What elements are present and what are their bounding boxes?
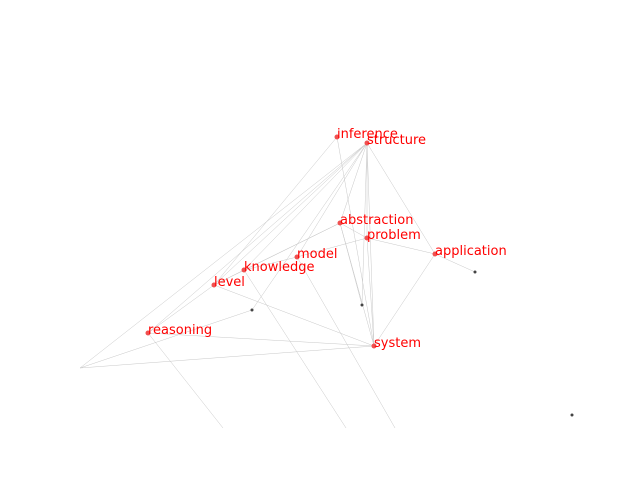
dangling-edge: [361, 142, 368, 306]
graph-dangling-edges: [79, 142, 476, 429]
dangling-edge: [296, 256, 396, 429]
edge-abstraction-problem: [339, 222, 368, 239]
edge-model-knowledge: [243, 256, 298, 271]
edge-structure-abstraction: [339, 142, 368, 224]
node-problem: [364, 235, 370, 241]
edge-level-reasoning: [147, 284, 215, 334]
dangling-edge: [251, 142, 368, 311]
node-label-application: application: [435, 244, 507, 259]
node-reasoning: [145, 330, 151, 336]
edge-structure-model: [296, 142, 368, 258]
edge-structure-reasoning: [147, 142, 368, 334]
node-level: [211, 282, 217, 288]
node-label-system: system: [374, 336, 421, 351]
node-label-level: level: [214, 275, 245, 290]
edge-structure-knowledge: [243, 142, 368, 271]
unlabeled-node: [360, 303, 364, 307]
edge-structure-system: [366, 142, 375, 347]
node-label-model: model: [297, 247, 337, 262]
edge-knowledge-level: [213, 269, 245, 286]
edge-level-system: [213, 284, 375, 347]
edge-inference-level: [213, 136, 338, 286]
node-label-structure: structure: [367, 133, 426, 148]
dangling-edge: [434, 253, 476, 273]
dangling-edge: [79, 309, 253, 369]
graph-nodes: [145, 134, 438, 349]
dangling-edge: [79, 142, 368, 369]
dangling-edge: [147, 332, 224, 429]
unlabeled-node: [250, 308, 254, 312]
node-label-abstraction: abstraction: [340, 213, 413, 228]
node-inference: [334, 134, 340, 140]
node-system: [371, 343, 377, 349]
graph-edges: [147, 136, 436, 347]
edge-problem-application: [366, 237, 436, 255]
node-model: [294, 254, 300, 260]
node-label-knowledge: knowledge: [244, 260, 314, 275]
node-label-reasoning: reasoning: [148, 323, 212, 338]
node-abstraction: [337, 220, 343, 226]
edge-inference-system: [336, 136, 375, 347]
unlabeled-node: [570, 413, 574, 417]
edge-application-system: [373, 253, 436, 347]
dangling-edge: [79, 345, 375, 369]
edge-reasoning-system: [147, 332, 375, 347]
edge-structure-application: [366, 142, 436, 255]
edge-problem-system: [366, 237, 375, 347]
node-application: [432, 251, 438, 257]
edge-problem-model: [296, 237, 368, 258]
unlabeled-node: [473, 270, 477, 274]
node-structure: [364, 140, 370, 146]
edge-structure-level: [213, 142, 368, 286]
node-label-inference: inference: [337, 127, 398, 142]
dangling-edge: [243, 269, 347, 429]
dangling-edge: [339, 222, 363, 306]
node-label-problem: problem: [367, 228, 421, 243]
unlabeled-nodes: [250, 270, 574, 417]
node-knowledge: [241, 267, 247, 273]
